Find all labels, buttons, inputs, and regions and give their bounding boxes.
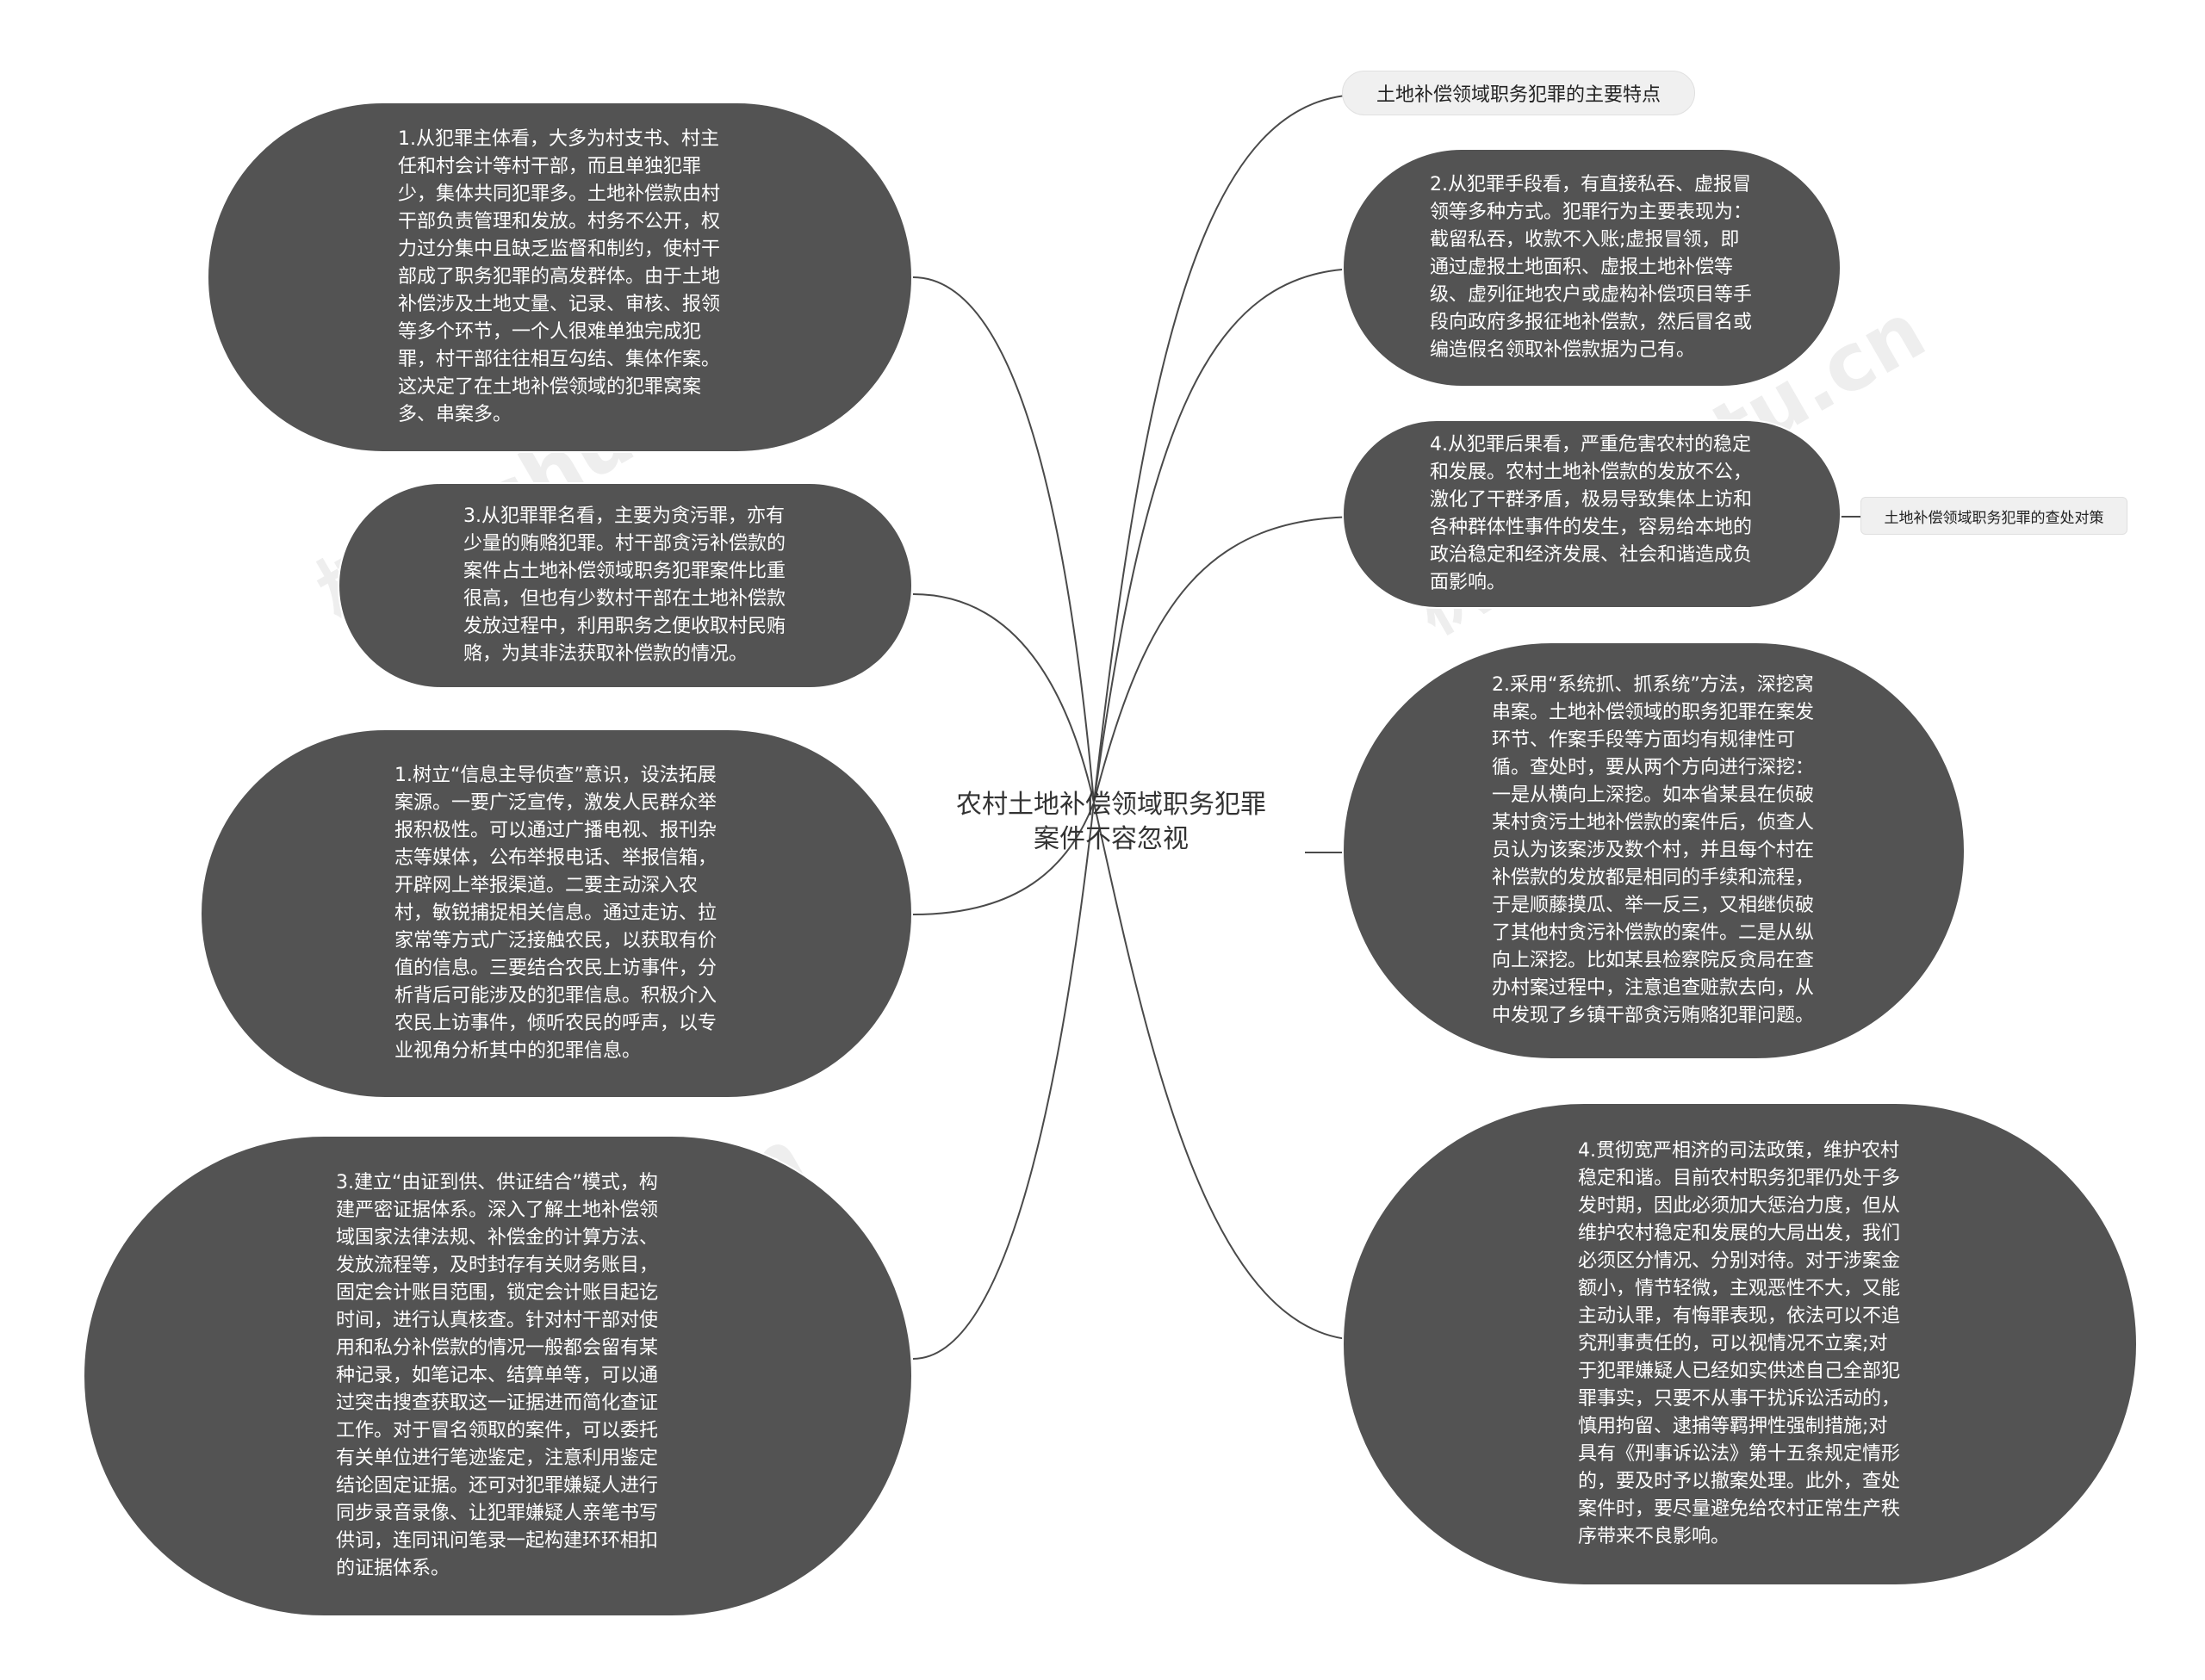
measure-node-2[interactable]: 2.采用“系统抓、抓系统”方法，深挖窝串案。土地补偿领域的职务犯罪在案发环节、作… [1342, 642, 1966, 1060]
measure-node-4-text: 4.贯彻宽严相济的司法政策，维护农村稳定和谐。目前农村职务犯罪仍处于多发时期，因… [1578, 1140, 1901, 1547]
measure-node-3[interactable]: 3.建立“由证到供、供证结合”模式，构建严密证据体系。深入了解土地补偿领域国家法… [83, 1135, 913, 1617]
link-feature-2 [1093, 268, 1362, 803]
feature-node-4[interactable]: 4.从犯罪后果看，严重危害农村的稳定和发展。农村土地补偿款的发放不公，激化了干群… [1342, 419, 1842, 609]
measure-node-1[interactable]: 1.树立“信息主导侦查”意识，设法拓展案源。一要广泛宣传，激发人民群众举报积极性… [200, 728, 913, 1099]
link-measure-4 [1093, 802, 1362, 1341]
feature-node-1-text: 1.从犯罪主体看，大多为村支书、村主任和村会计等村干部，而且单独犯罪少，集体共同… [398, 128, 721, 425]
link-feature-label [1093, 94, 1362, 803]
link-measure-1 [912, 802, 1095, 915]
label-countermeasures-text: 土地补偿领域职务犯罪的查处对策 [1884, 509, 2104, 527]
feature-node-3-text: 3.从犯罪罪名看，主要为贪污罪，亦有少量的贿赂犯罪。村干部贪污补偿款的案件占土地… [463, 505, 786, 665]
root-topic-text: 农村土地补偿领域职务犯罪案件不容忽视 [956, 790, 1266, 854]
measure-node-1-text: 1.树立“信息主导侦查”意识，设法拓展案源。一要广泛宣传，激发人民群众举报积极性… [394, 765, 717, 1062]
measure-node-2-text: 2.采用“系统抓、抓系统”方法，深挖窝串案。土地补偿领域的职务犯罪在案发环节、作… [1492, 674, 1815, 1026]
feature-node-1[interactable]: 1.从犯罪主体看，大多为村支书、村主任和村会计等村干部，而且单独犯罪少，集体共同… [207, 102, 913, 453]
label-main-features-text: 土地补偿领域职务犯罪的主要特点 [1376, 84, 1661, 106]
feature-node-4-text: 4.从犯罪后果看，严重危害农村的稳定和发展。农村土地补偿款的发放不公，激化了干群… [1430, 434, 1753, 593]
feature-node-2[interactable]: 2.从犯罪手段看，有直接私吞、虚报冒领等多种方式。犯罪行为主要表现为：截留私吞，… [1342, 148, 1842, 387]
label-main-features[interactable]: 土地补偿领域职务犯罪的主要特点 [1342, 71, 1695, 115]
label-countermeasures[interactable]: 土地补偿领域职务犯罪的查处对策 [1860, 497, 2127, 535]
feature-node-2-text: 2.从犯罪手段看，有直接私吞、虚报冒领等多种方式。犯罪行为主要表现为：截留私吞，… [1430, 174, 1753, 361]
link-feature-3 [912, 593, 1095, 803]
measure-node-3-text: 3.建立“由证到供、供证结合”模式，构建严密证据体系。深入了解土地补偿领域国家法… [336, 1172, 659, 1579]
link-feature-1 [912, 276, 1095, 803]
feature-node-3[interactable]: 3.从犯罪罪名看，主要为贪污罪，亦有少量的贿赂犯罪。村干部贪污补偿款的案件占土地… [338, 482, 913, 689]
measure-node-4[interactable]: 4.贯彻宽严相济的司法政策，维护农村稳定和谐。目前农村职务犯罪仍处于多发时期，因… [1342, 1102, 2138, 1586]
link-measure-3 [912, 802, 1095, 1360]
root-topic[interactable]: 农村土地补偿领域职务犯罪案件不容忽视 [947, 775, 1275, 870]
link-feature-4 [1093, 516, 1362, 803]
